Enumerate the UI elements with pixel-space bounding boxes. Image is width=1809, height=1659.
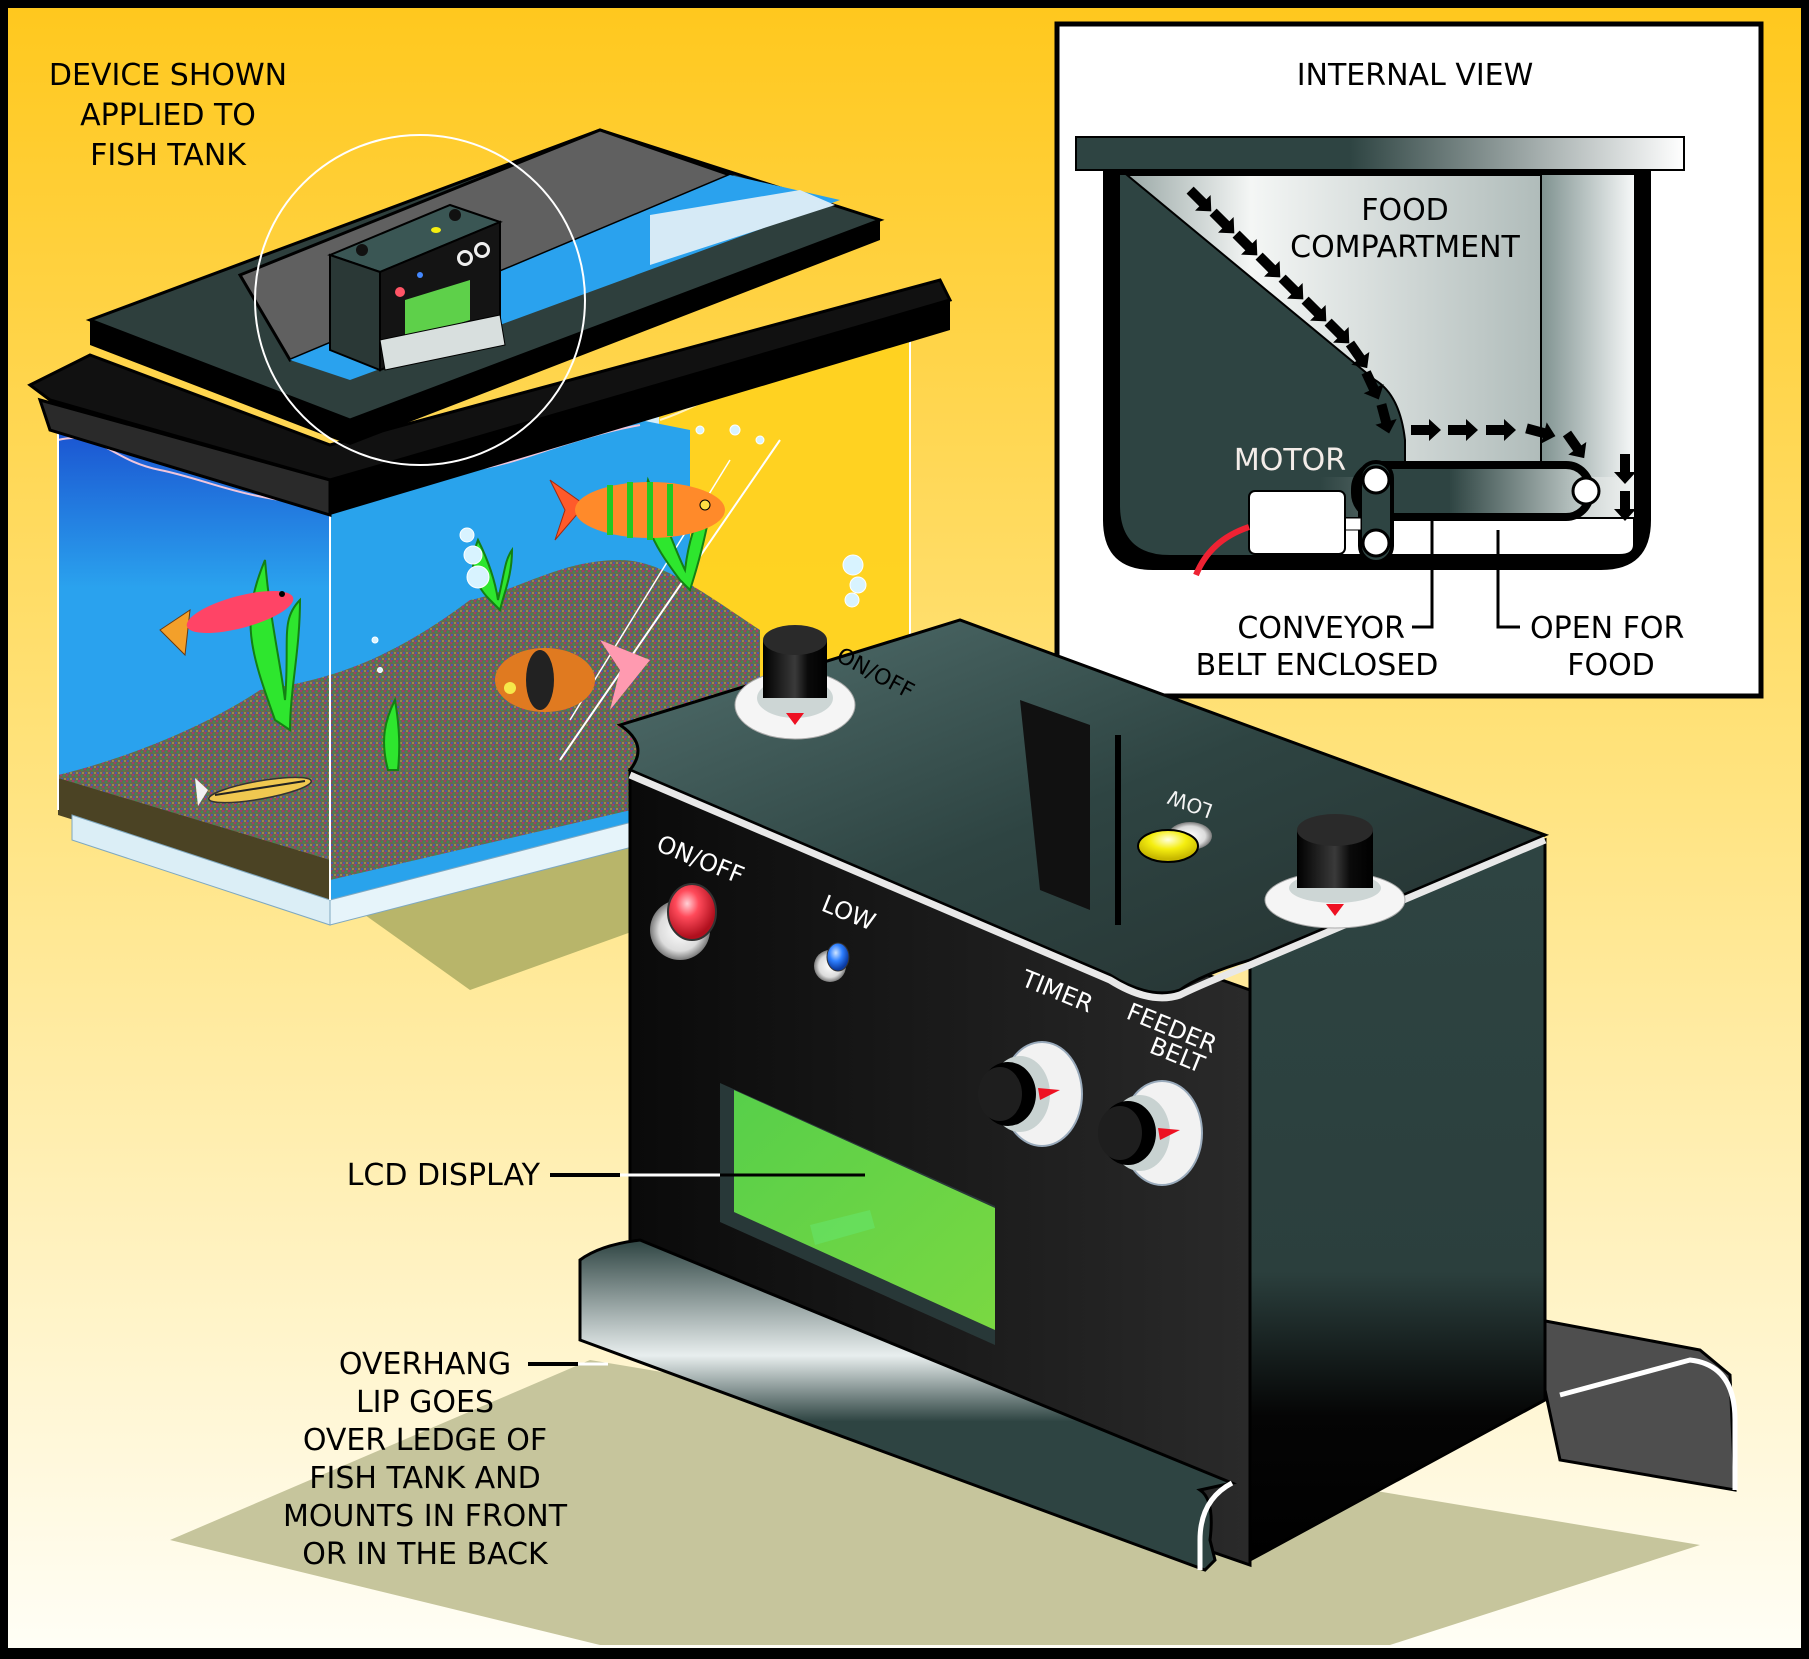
iv-conveyor-leader [1412,517,1434,629]
iv-drive-pulley-bottom [1361,528,1391,558]
device-shadow [170,1360,1700,1645]
overhang-lip [578,1238,1238,1572]
fish-guppy [159,590,294,657]
flow-arrow [1232,230,1258,256]
fish-tank [27,128,953,926]
flow-arrow [1614,491,1636,521]
flow-arrow [1324,318,1350,344]
top-low-led-yellow [1137,829,1199,863]
low-led-blue [826,942,850,972]
caption-line-1: DEVICE SHOWN [49,58,287,93]
power-led[interactable] [667,883,717,941]
flow-arrow [1525,422,1556,444]
overhang-label: OVERHANG LIP GOES OVER LEDGE OF FISH TAN… [283,1347,568,1572]
feeder-device: ON/OFF ON/OFF LOW LOW TIMER FEEDER BELT [578,618,1738,1572]
iv-conveyor-label-1: CONVEYOR [1237,611,1405,646]
feeder-belt-dial[interactable] [1098,1080,1203,1186]
flow-arrow [1278,274,1304,300]
pointer-triangle [1326,904,1344,916]
rear-foot-edge [1559,1357,1738,1490]
fish-tiger-barb [495,640,650,712]
device-top-edge [628,771,1547,1002]
internal-view-title: INTERNAL VIEW [1297,58,1534,93]
iv-drive-pulley-top [1361,465,1391,495]
overhang-lip-edge [1197,1480,1234,1570]
overhang-line-2: LIP GOES [356,1385,494,1420]
lcd-display-label: LCD DISPLAY [347,1158,541,1193]
fish-small-striped [195,776,312,806]
iv-motor [1248,490,1346,555]
timer-dial[interactable] [978,1041,1083,1147]
flow-arrow [1345,340,1370,369]
top-feeder-knob[interactable] [1264,814,1406,929]
iv-motor-shaft [1344,517,1362,531]
tank-lid-skirt [27,278,953,482]
overhang-line-5: MOUNTS IN FRONT [283,1499,568,1534]
iv-open-label-2: FOOD [1567,648,1655,683]
top-power-knob[interactable] [734,625,856,740]
overhang-line-6: OR IN THE BACK [302,1537,549,1572]
iv-open-label-1: OPEN FOR [1530,611,1684,646]
device-caption: DEVICE SHOWN APPLIED TO FISH TANK [49,58,287,173]
internal-view-panel: INTERNAL VIEW MOTOR FOOD COMPARTMENT CON… [1054,21,1764,699]
flow-arrow [1209,208,1235,234]
pointer-triangle [1158,1128,1180,1140]
iv-food-label-1: FOOD [1361,193,1449,228]
iv-motor-label: MOTOR [1234,443,1346,478]
iv-food-flow-arrows [1186,186,1636,521]
iv-open-leader [1496,530,1520,629]
mini-device [327,203,506,372]
flow-arrow [1301,296,1327,322]
tank-shadow [330,820,720,990]
overhang-line-3: OVER LEDGE OF [303,1423,547,1458]
flow-arrow [1375,403,1397,434]
flow-arrow [1448,419,1478,441]
overhang-line-4: FISH TANK AND [309,1461,540,1496]
lcd-screen[interactable] [734,1090,995,1330]
glass-reflection [559,439,781,761]
iv-belt-roller-right [1571,476,1601,506]
fish-barb-top [549,479,725,541]
iv-lid [1075,136,1685,171]
pointer-triangle [786,713,804,725]
overhang-line-1: OVERHANG [339,1347,511,1382]
iv-right-channel [1540,175,1634,495]
flow-arrow [1361,370,1384,400]
tank-lid-band-side [330,300,950,515]
device-top-groove [1020,700,1090,910]
lcd-glare [810,1210,875,1245]
iv-motor-wire [1193,524,1250,577]
pointer-triangle [1038,1088,1060,1100]
flow-arrow [1255,252,1281,278]
flow-arrow [1186,186,1212,212]
tank-lid-opening-light [650,190,835,265]
flow-arrow [1562,430,1587,459]
bubbles [371,424,867,673]
caption-line-2: APPLIED TO [80,98,256,133]
tank-gravel-base-front [58,778,330,900]
detail-callout-circle [254,134,586,466]
flow-arrow [1614,454,1636,484]
plant-3 [383,696,401,771]
flow-arrow [1411,419,1441,441]
caption-line-3: FISH TANK [90,138,247,173]
iv-food-label-2: COMPARTMENT [1290,230,1520,265]
iv-conveyor-label-2: BELT ENCLOSED [1196,648,1439,683]
flow-arrow [1486,419,1516,441]
